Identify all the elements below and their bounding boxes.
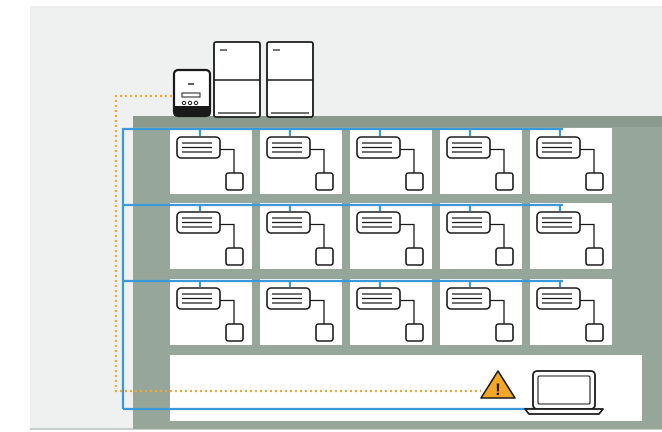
warning-glyph: !: [495, 380, 501, 399]
room-thermostat-icon: [495, 247, 514, 266]
building-roof: [133, 116, 662, 127]
indoor-ac-unit-icon: [446, 136, 514, 191]
laptop-display: [537, 375, 591, 405]
laptop-screen: [532, 370, 596, 410]
room-thermostat-icon: [585, 172, 604, 191]
indoor-ac-unit-icon: [536, 287, 604, 342]
central-controller-icon: [172, 68, 212, 118]
pipe-network: [121, 127, 563, 411]
thermostat-wire: [490, 148, 505, 173]
indoor-ac-unit-icon: [266, 211, 334, 266]
room-thermostat-icon: [315, 247, 334, 266]
room-thermostat-icon: [225, 323, 244, 342]
main-riser-pipe: [121, 127, 563, 409]
room-thermostat-icon: [225, 172, 244, 191]
outdoor-units: [213, 41, 314, 118]
outdoor-unit-icon: [213, 41, 261, 118]
controller-screen: [181, 92, 201, 98]
room-thermostat-icon: [315, 323, 334, 342]
room-thermostat-icon: [405, 247, 424, 266]
thermostat-wire: [400, 223, 415, 248]
indoor-ac-unit-icon: [356, 211, 424, 266]
thermostat-wire: [490, 223, 505, 248]
indoor-ac-unit-icon: [356, 136, 424, 191]
indoor-ac-unit-icon: [446, 287, 514, 342]
indoor-ac-unit-icon: [176, 287, 244, 342]
room-thermostat-icon: [495, 323, 514, 342]
room-thermostat-icon: [495, 172, 514, 191]
thermostat-wire: [400, 148, 415, 173]
indoor-ac-unit-icon: [176, 136, 244, 191]
laptop-base: [524, 408, 604, 415]
thermostat-wire: [310, 299, 325, 324]
warning-icon: !: [480, 370, 516, 399]
indoor-ac-unit-icon: [536, 211, 604, 266]
thermostat-wire: [490, 299, 505, 324]
thermostat-wire: [580, 223, 595, 248]
thermostat-wire: [220, 223, 235, 248]
outdoor-unit-icon: [266, 41, 314, 118]
indoor-ac-unit-icon: [356, 287, 424, 342]
thermostat-wire: [310, 223, 325, 248]
thermostat-wire: [220, 148, 235, 173]
room-thermostat-icon: [315, 172, 334, 191]
controller-button: [187, 100, 193, 106]
thermostat-wire: [400, 299, 415, 324]
rooms: [170, 128, 642, 421]
thermostat-wire: [580, 299, 595, 324]
controller-base: [174, 106, 210, 116]
room-thermostat-icon: [225, 247, 244, 266]
indoor-ac-unit-icon: [266, 287, 334, 342]
thermostat-wire: [310, 148, 325, 173]
indoor-ac-unit-icon: [446, 211, 514, 266]
indoor-ac-unit-icon: [176, 211, 244, 266]
controller-button: [193, 100, 199, 106]
room-thermostat-icon: [585, 247, 604, 266]
controller-button: [181, 100, 187, 106]
room-thermostat-icon: [585, 323, 604, 342]
room-thermostat-icon: [405, 323, 424, 342]
thermostat-wire: [580, 148, 595, 173]
thermostat-wire: [220, 299, 235, 324]
laptop-icon: [524, 370, 604, 415]
room-thermostat-icon: [405, 172, 424, 191]
warning-triangle: [480, 370, 516, 399]
indoor-ac-unit-icon: [536, 136, 604, 191]
indoor-ac-unit-icon: [266, 136, 334, 191]
